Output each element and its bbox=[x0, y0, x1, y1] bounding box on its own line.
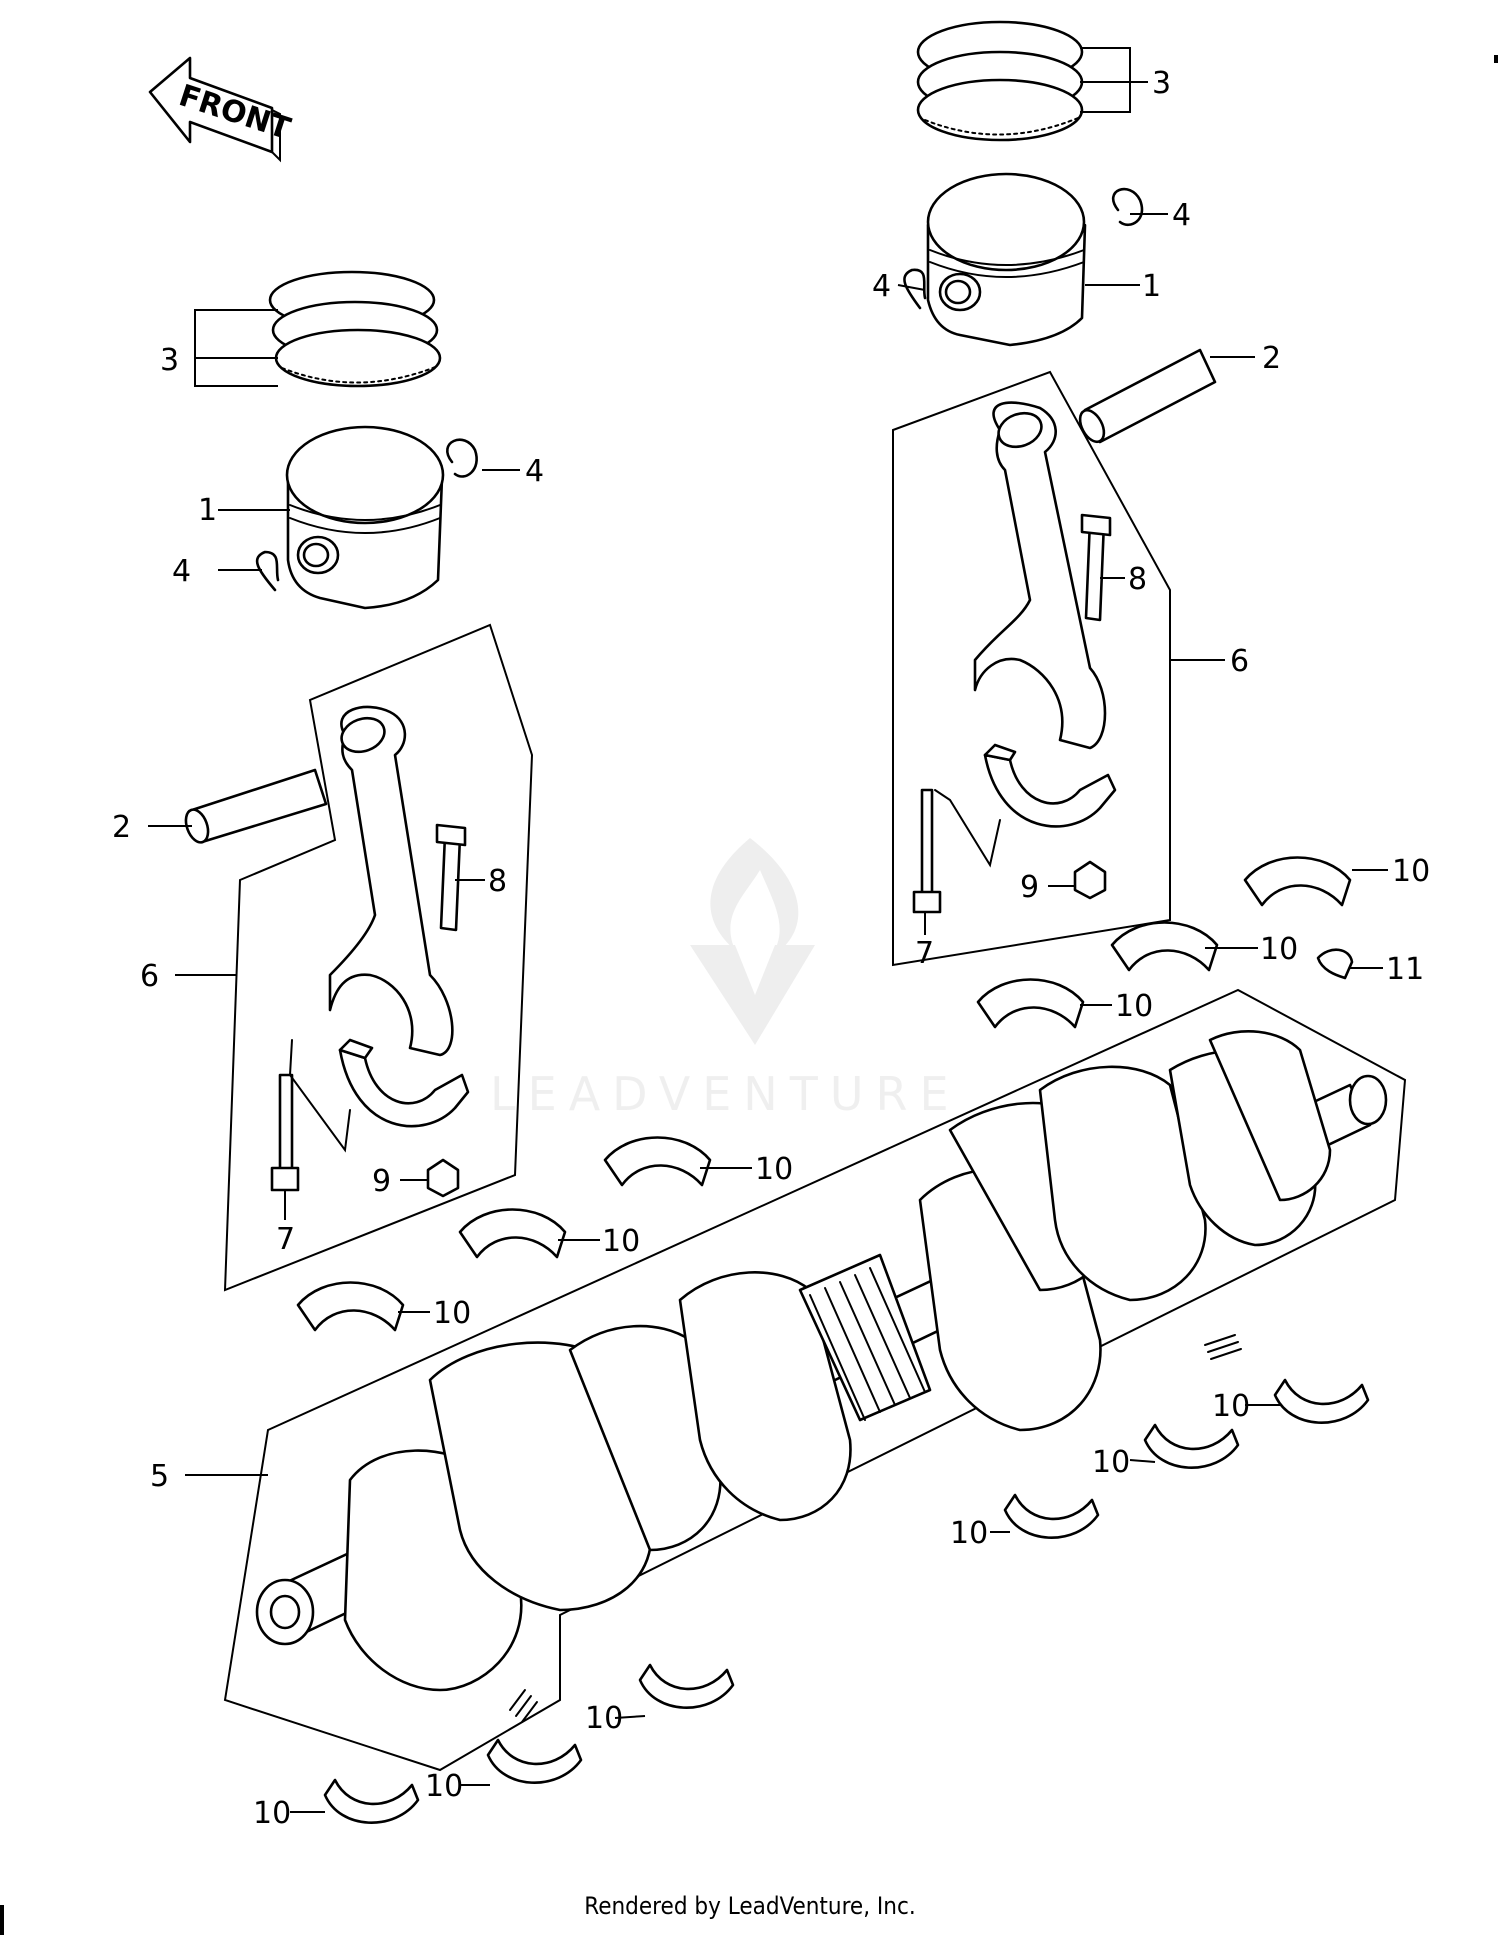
circlip-right-top bbox=[1111, 187, 1144, 227]
callout-8-left: 8 bbox=[488, 864, 507, 899]
piston-rings-left bbox=[268, 270, 442, 388]
callout-4-left-top: 4 bbox=[525, 454, 544, 489]
circlip-left-bottom bbox=[255, 550, 280, 592]
callout-10-c: 10 bbox=[1115, 989, 1153, 1024]
callout-3-left: 3 bbox=[160, 343, 179, 378]
crankshaft-box bbox=[223, 988, 1407, 1772]
callout-10-l: 10 bbox=[253, 1796, 291, 1831]
bearing-shell bbox=[458, 1208, 567, 1259]
circlip-left-top bbox=[446, 438, 478, 478]
callout-4-right-top: 4 bbox=[1172, 198, 1191, 233]
bearing-shell bbox=[1003, 1493, 1100, 1539]
callout-10-d: 10 bbox=[755, 1152, 793, 1187]
callout-numbers: 3 4 1 4 2 3 4 1 4 8 6 2 8 10 9 7 10 11 6… bbox=[112, 66, 1430, 1831]
callout-3-right: 3 bbox=[1152, 66, 1171, 101]
key-woodruff bbox=[1316, 948, 1354, 980]
callout-2-left: 2 bbox=[112, 810, 131, 845]
callout-10-b: 10 bbox=[1260, 932, 1298, 967]
corner-mark-top bbox=[1494, 55, 1498, 63]
callout-6-right: 6 bbox=[1230, 644, 1249, 679]
callout-7-left: 7 bbox=[276, 1222, 295, 1257]
bearing-shell bbox=[1243, 856, 1352, 907]
render-credit: Rendered by LeadVenture, Inc. bbox=[584, 1892, 916, 1920]
connecting-rod-left bbox=[328, 705, 454, 1057]
conrod-bolt-right bbox=[1080, 513, 1112, 622]
bearing-cap-right bbox=[983, 743, 1117, 828]
leadventure-watermark: LEADVENTURE bbox=[490, 838, 961, 1121]
bearing-shell bbox=[1273, 1378, 1370, 1424]
callout-10-e: 10 bbox=[602, 1224, 640, 1259]
callout-9-left: 9 bbox=[372, 1164, 391, 1199]
callout-10-h: 10 bbox=[1092, 1445, 1130, 1480]
callout-1-left: 1 bbox=[198, 493, 217, 528]
piston-left bbox=[285, 425, 445, 610]
callout-8-right: 8 bbox=[1128, 562, 1147, 597]
conrod-nut-left bbox=[426, 1158, 460, 1198]
piston-pin-right bbox=[1078, 348, 1217, 444]
callout-10-f: 10 bbox=[433, 1296, 471, 1331]
callout-2-right: 2 bbox=[1262, 341, 1281, 376]
bearing-cap-left bbox=[338, 1038, 470, 1128]
conrod-assembly-box-right bbox=[892, 370, 1171, 967]
piston-pin-left bbox=[184, 768, 328, 844]
callout-10-i: 10 bbox=[950, 1516, 988, 1551]
callout-10-j: 10 bbox=[585, 1701, 623, 1736]
callout-9-right: 9 bbox=[1020, 870, 1039, 905]
bearing-shell bbox=[1143, 1423, 1240, 1469]
crankshaft bbox=[255, 1030, 1388, 1723]
callout-11: 11 bbox=[1386, 952, 1424, 987]
conrod-nut-right bbox=[1073, 860, 1107, 900]
bearing-shells bbox=[296, 856, 1370, 1824]
front-direction-arrow: FRONT bbox=[148, 56, 295, 163]
watermark-text: LEADVENTURE bbox=[490, 1067, 961, 1121]
callout-1-right: 1 bbox=[1142, 269, 1161, 304]
callout-6-left: 6 bbox=[140, 959, 159, 994]
callout-7-right: 7 bbox=[915, 936, 934, 971]
leader-lines bbox=[148, 47, 1388, 1813]
bearing-shell bbox=[323, 1778, 420, 1824]
bearing-shell bbox=[486, 1738, 583, 1784]
piston-right bbox=[926, 172, 1087, 347]
piston-rings-right bbox=[916, 20, 1084, 142]
corner-mark-bottom bbox=[0, 1905, 4, 1935]
callout-10-k: 10 bbox=[425, 1769, 463, 1804]
bearing-shell bbox=[296, 1281, 405, 1332]
bearing-shell bbox=[1110, 921, 1219, 972]
conrod-bolt-left bbox=[435, 823, 467, 932]
bearing-shell bbox=[638, 1663, 735, 1709]
conrod-stud-right bbox=[912, 788, 1001, 914]
callout-10-a: 10 bbox=[1392, 854, 1430, 889]
callout-4-left-bottom: 4 bbox=[172, 554, 191, 589]
bearing-shell bbox=[603, 1136, 712, 1187]
conrod-stud-left bbox=[270, 1039, 351, 1192]
callout-5: 5 bbox=[150, 1459, 169, 1494]
callout-10-g: 10 bbox=[1212, 1389, 1250, 1424]
bearing-shell bbox=[976, 978, 1085, 1029]
callout-4-right-bottom: 4 bbox=[872, 269, 891, 304]
connecting-rod-right bbox=[973, 401, 1107, 750]
conrod-assembly-box-left bbox=[223, 623, 534, 1292]
